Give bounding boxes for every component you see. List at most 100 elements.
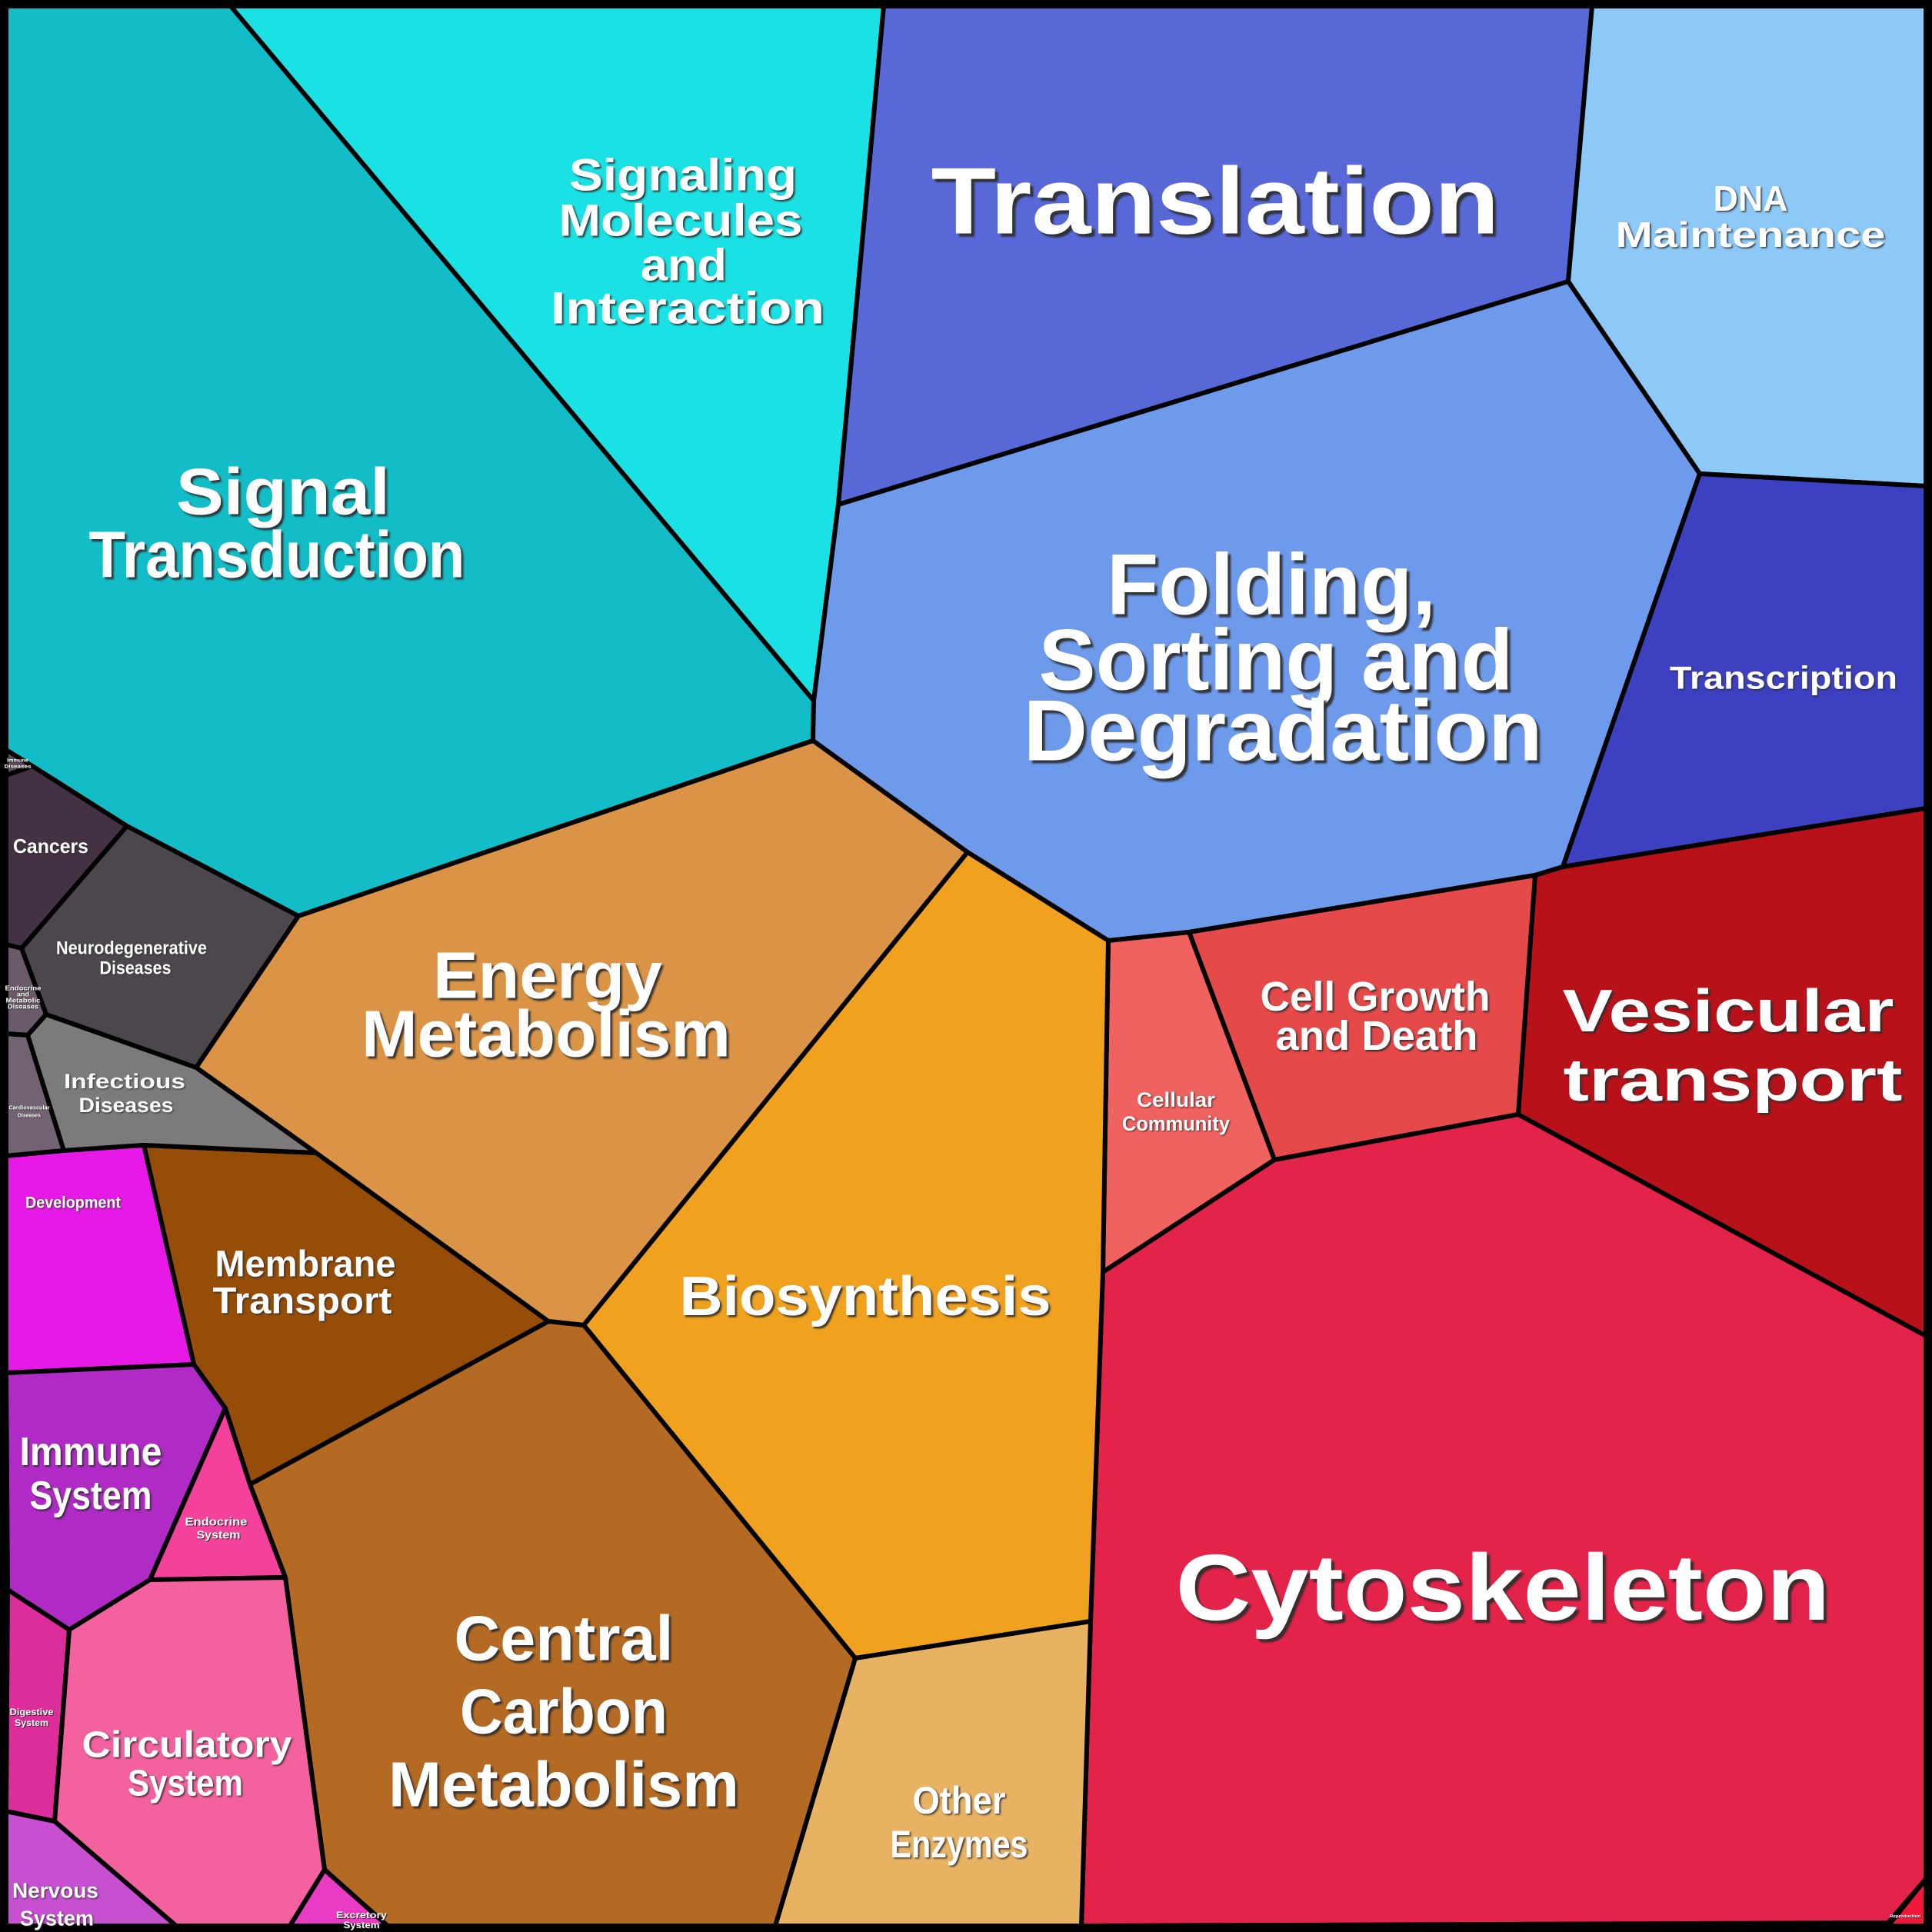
svg-text:Diseases: Diseases bbox=[100, 958, 172, 979]
svg-text:Transduction: Transduction bbox=[91, 521, 467, 594]
svg-text:Diseases: Diseases bbox=[80, 1094, 175, 1118]
svg-text:Nervous: Nervous bbox=[12, 1879, 98, 1903]
svg-text:Infectious: Infectious bbox=[64, 1070, 185, 1093]
svg-text:Immune: Immune bbox=[8, 759, 29, 764]
svg-text:Circulatory: Circulatory bbox=[83, 1726, 293, 1767]
svg-text:Carbon: Carbon bbox=[460, 1676, 668, 1747]
svg-text:Cytoskeleton: Cytoskeleton bbox=[1176, 1535, 1830, 1640]
svg-text:Endocrine: Endocrine bbox=[185, 1516, 248, 1529]
svg-text:Endocrine: Endocrine bbox=[5, 985, 42, 992]
svg-text:Maintenance: Maintenance bbox=[1617, 216, 1887, 256]
svg-text:Signaling: Signaling bbox=[571, 152, 798, 202]
svg-text:Diseases: Diseases bbox=[8, 1004, 40, 1011]
svg-text:Cardiovascular: Cardiovascular bbox=[10, 1105, 51, 1112]
svg-text:Transduction: Transduction bbox=[89, 519, 465, 592]
svg-text:Transcription: Transcription bbox=[1670, 660, 1897, 696]
svg-text:Diseases: Diseases bbox=[8, 1004, 39, 1011]
svg-text:Cellular: Cellular bbox=[1137, 1088, 1215, 1111]
svg-text:Community: Community bbox=[1122, 1112, 1230, 1135]
svg-text:Vesicular: Vesicular bbox=[1564, 979, 1896, 1047]
svg-text:System: System bbox=[198, 1530, 242, 1543]
svg-text:System: System bbox=[30, 1474, 152, 1518]
svg-text:Cardiovascular: Cardiovascular bbox=[9, 1104, 50, 1111]
svg-text:Endocrine: Endocrine bbox=[6, 986, 43, 993]
svg-text:Folding,: Folding, bbox=[1110, 539, 1439, 635]
svg-text:Cell Growth: Cell Growth bbox=[1261, 974, 1491, 1020]
svg-text:and Death: and Death bbox=[1277, 1014, 1479, 1061]
svg-text:Signal: Signal bbox=[176, 456, 390, 529]
svg-text:Diseases: Diseases bbox=[101, 959, 172, 980]
svg-text:Neurodegenerative: Neurodegenerative bbox=[56, 938, 207, 959]
svg-text:Maintenance: Maintenance bbox=[1616, 215, 1886, 255]
svg-text:Degradation: Degradation bbox=[1024, 683, 1543, 779]
svg-text:Interaction: Interaction bbox=[552, 285, 826, 335]
svg-text:Membrane: Membrane bbox=[216, 1245, 397, 1286]
svg-text:Neurodegenerative: Neurodegenerative bbox=[57, 939, 208, 960]
svg-text:Transport: Transport bbox=[213, 1281, 392, 1322]
svg-text:Biosynthesis: Biosynthesis bbox=[680, 1266, 1051, 1327]
svg-text:Metabolism: Metabolism bbox=[361, 998, 731, 1071]
svg-text:Interaction: Interaction bbox=[551, 284, 824, 334]
svg-text:Biosynthesis: Biosynthesis bbox=[681, 1267, 1053, 1329]
svg-text:Energy: Energy bbox=[435, 941, 665, 1014]
svg-text:Energy: Energy bbox=[433, 940, 662, 1013]
svg-text:Cancers: Cancers bbox=[14, 835, 89, 858]
svg-text:DNA: DNA bbox=[1714, 178, 1788, 218]
svg-text:System: System bbox=[15, 1718, 49, 1729]
svg-text:Metabolism: Metabolism bbox=[364, 1000, 733, 1073]
svg-text:Immune: Immune bbox=[7, 758, 28, 764]
svg-text:System: System bbox=[345, 1920, 381, 1931]
svg-text:and: and bbox=[17, 991, 29, 998]
svg-text:Signaling: Signaling bbox=[569, 151, 797, 201]
svg-text:Digestive: Digestive bbox=[10, 1707, 54, 1717]
svg-text:and: and bbox=[641, 241, 727, 291]
svg-text:Diseases: Diseases bbox=[5, 764, 32, 770]
svg-text:Reproduction: Reproduction bbox=[1890, 1915, 1922, 1920]
svg-text:and: and bbox=[642, 242, 728, 292]
svg-text:Molecules: Molecules bbox=[561, 198, 804, 248]
svg-text:Cytoskeleton: Cytoskeleton bbox=[1179, 1538, 1834, 1643]
svg-text:System: System bbox=[31, 1475, 153, 1520]
svg-text:Enzymes: Enzymes bbox=[891, 1824, 1029, 1867]
svg-text:Diseases: Diseases bbox=[18, 1112, 41, 1119]
svg-text:Excretory: Excretory bbox=[336, 1910, 387, 1920]
svg-text:Nervous: Nervous bbox=[13, 1880, 99, 1904]
svg-text:Community: Community bbox=[1123, 1113, 1231, 1136]
svg-text:Metabolism: Metabolism bbox=[391, 1750, 741, 1822]
svg-text:Enzymes: Enzymes bbox=[891, 1823, 1028, 1866]
svg-text:Translation: Translation bbox=[934, 152, 1503, 258]
svg-text:Other: Other bbox=[914, 1780, 1007, 1824]
svg-text:Sorting and: Sorting and bbox=[1041, 615, 1516, 711]
svg-text:Immune: Immune bbox=[21, 1431, 163, 1476]
svg-text:Degradation: Degradation bbox=[1026, 685, 1545, 781]
svg-text:Cell Growth: Cell Growth bbox=[1261, 975, 1491, 1021]
svg-text:Cancers: Cancers bbox=[13, 834, 88, 858]
svg-text:Molecules: Molecules bbox=[559, 196, 803, 246]
svg-text:transport: transport bbox=[1565, 1048, 1904, 1116]
svg-text:Metabolism: Metabolism bbox=[388, 1749, 739, 1820]
svg-text:System: System bbox=[21, 1907, 95, 1931]
svg-text:Other: Other bbox=[913, 1779, 1006, 1822]
svg-text:System: System bbox=[197, 1529, 241, 1542]
svg-text:transport: transport bbox=[1564, 1046, 1903, 1114]
svg-text:Diseases: Diseases bbox=[79, 1094, 174, 1117]
svg-text:Digestive: Digestive bbox=[11, 1707, 55, 1718]
svg-text:Diseases: Diseases bbox=[18, 1113, 42, 1120]
svg-text:System: System bbox=[128, 1764, 243, 1804]
svg-text:System: System bbox=[20, 1907, 94, 1930]
svg-text:Vesicular: Vesicular bbox=[1563, 977, 1894, 1044]
svg-text:Central: Central bbox=[455, 1603, 674, 1674]
svg-text:Sorting and: Sorting and bbox=[1039, 612, 1514, 708]
svg-text:System: System bbox=[129, 1764, 245, 1805]
svg-text:Infectious: Infectious bbox=[65, 1071, 186, 1094]
svg-text:Signal: Signal bbox=[178, 458, 392, 531]
svg-text:Cellular: Cellular bbox=[1138, 1089, 1216, 1112]
svg-text:Endocrine: Endocrine bbox=[186, 1517, 248, 1530]
svg-text:Development: Development bbox=[25, 1194, 121, 1212]
svg-text:Metabolic: Metabolic bbox=[7, 998, 42, 1005]
svg-text:Transcription: Transcription bbox=[1671, 661, 1898, 697]
svg-text:Reproduction: Reproduction bbox=[1890, 1914, 1921, 1919]
svg-text:System: System bbox=[344, 1920, 380, 1930]
svg-text:Development: Development bbox=[26, 1195, 122, 1213]
svg-text:Carbon: Carbon bbox=[462, 1677, 670, 1749]
